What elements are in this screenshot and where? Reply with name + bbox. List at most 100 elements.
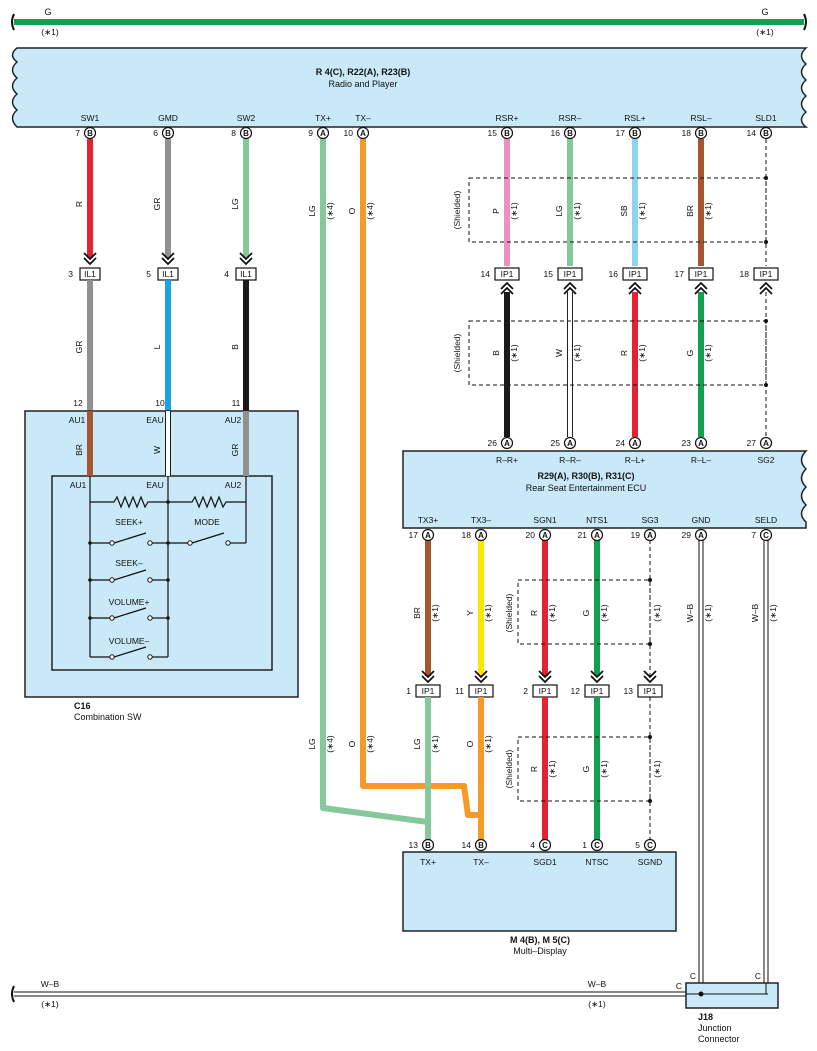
wire-note-label: (∗4) (365, 735, 375, 753)
svg-text:A: A (360, 129, 366, 138)
wire-code-label: L (152, 344, 162, 349)
svg-text:25: 25 (551, 438, 561, 448)
svg-text:21: 21 (578, 530, 588, 540)
ecu-bottom-pin-marker: A 21 (578, 528, 604, 542)
ecu-bottom-terminal-label: TX3– (471, 515, 492, 525)
svg-text:13: 13 (409, 840, 419, 850)
wires-radio-to-ip1: (Shielded) P (∗1) LG (∗1) SB (∗1) BR (∗1… (452, 139, 768, 266)
wire-note-label: (∗1) (637, 344, 647, 362)
svg-text:C: C (647, 841, 653, 850)
ecu-bottom-pin-marker: A19 (631, 528, 657, 542)
radio-title: R 4(C), R22(A), R23(B) (316, 67, 411, 77)
wire-code-label: P (491, 208, 501, 214)
svg-text:27: 27 (747, 438, 757, 448)
svg-text:4: 4 (530, 840, 535, 850)
connector-pin: 2 (523, 686, 528, 696)
wire-code-label: BR (685, 205, 695, 217)
connector-pin: 5 (146, 269, 151, 279)
wires-ip1-to-ecu: (Shielded) B (∗1) W (∗1) R (∗1) G (∗1) (452, 292, 768, 437)
svg-text:23: 23 (682, 438, 692, 448)
connector-pin: 17 (675, 269, 685, 279)
wire-note-label: (∗1) (703, 604, 713, 622)
svg-text:A: A (478, 531, 484, 540)
display-title: M 4(B), M 5(C) (510, 935, 570, 945)
ecu-subtitle: Rear Seat Entertainment ECU (526, 483, 647, 493)
radio-terminal-label: RSL– (690, 113, 712, 123)
radio-pin-marker: B14 (747, 126, 773, 140)
svg-text:A: A (632, 439, 638, 448)
wire-code-label: LG (554, 205, 564, 216)
connector-pin: 13 (624, 686, 634, 696)
ecu-top-pin-marker: A26 (488, 436, 514, 450)
wire-code-label: LG (307, 205, 317, 216)
connector-name: IP1 (760, 269, 773, 279)
wire-code-label: GR (230, 444, 240, 457)
svg-text:20: 20 (526, 530, 536, 540)
svg-text:A: A (594, 531, 600, 540)
ecu-top-terminal-label: R–L– (691, 455, 712, 465)
combo-terminal-label: EAU (146, 415, 163, 425)
svg-text:B: B (87, 129, 93, 138)
wire-code-label: O (347, 740, 357, 747)
combo-inner-label: AU2 (225, 480, 242, 490)
connector-name: IL1 (240, 269, 252, 279)
ecu-top-terminal-label: SG2 (757, 455, 774, 465)
wire-note-label: (∗1) (509, 344, 519, 362)
ecu-top-terminal-label: R–R– (559, 455, 581, 465)
combo-terminal-label: AU1 (69, 415, 86, 425)
wires-radio-to-il1: R GR LG (74, 139, 249, 258)
ecu-title: R29(A), R30(B), R31(C) (537, 471, 634, 481)
wire-code-label: BR (74, 444, 84, 456)
connector-name: IP1 (501, 269, 514, 279)
svg-text:B: B (425, 841, 431, 850)
svg-text:B: B (504, 129, 510, 138)
radio-pin-marker: B17 (616, 126, 642, 140)
svg-text:9: 9 (308, 128, 313, 138)
radio-terminal-label: RSR+ (496, 113, 519, 123)
combo-code: C16 (74, 701, 91, 711)
ground-top-note-left: (∗1) (41, 27, 59, 37)
svg-text:B: B (698, 129, 704, 138)
radio-terminal-label: SW2 (237, 113, 256, 123)
svg-text:A: A (320, 129, 326, 138)
svg-text:5: 5 (635, 840, 640, 850)
radio-terminal-label: SW1 (81, 113, 100, 123)
svg-text:1: 1 (582, 840, 587, 850)
wire-code-label: R (529, 766, 539, 772)
ecu-top-pin-marker: A25 (551, 436, 577, 450)
wire-note-label: (∗1) (637, 202, 647, 220)
ecu-bottom-pin-marker: A29 (682, 528, 708, 542)
ground-bus-bottom: W–B W–B (∗1) (∗1) C (11, 979, 743, 1009)
wire-note-label: (∗1) (547, 760, 557, 778)
combo-name: Combination SW (74, 712, 142, 722)
wire-code-label: G (581, 610, 591, 617)
ground-bottom-label-left: W–B (41, 979, 60, 989)
connector-name: IL1 (162, 269, 174, 279)
wire-note-label: (∗1) (572, 344, 582, 362)
connector-il1-pin3: IL1 3 (68, 267, 101, 281)
connector-name: IP1 (695, 269, 708, 279)
ground-bottom-label-mid: W–B (588, 979, 607, 989)
svg-text:17: 17 (409, 530, 419, 540)
radio-terminal-label: GMD (158, 113, 178, 123)
wire-code-label: W (152, 446, 162, 454)
ground-bus-top: G G (∗1) (∗1) (11, 7, 807, 37)
radio-player-box: R 4(C), R22(A), R23(B) Radio and Player (11, 47, 809, 128)
display-terminal-label: NTSC (585, 857, 608, 867)
svg-text:A: A (698, 531, 704, 540)
radio-terminal-label: TX+ (315, 113, 331, 123)
radio-pin-marker: B8 (231, 126, 253, 140)
display-terminal-label: SGD1 (533, 857, 556, 867)
svg-text:8: 8 (231, 128, 236, 138)
svg-text:C: C (542, 841, 548, 850)
combo-inner-label: EAU (146, 480, 163, 490)
switch-label-mode: MODE (194, 517, 220, 527)
svg-text:18: 18 (682, 128, 692, 138)
wire-note-label: (∗1) (572, 202, 582, 220)
ecu-top-pin-marker: A23 (682, 436, 708, 450)
ecu-bottom-terminal-label: SG3 (641, 515, 658, 525)
connector-pin: 18 (740, 269, 750, 279)
svg-text:A: A (542, 531, 548, 540)
connector-pin: 4 (224, 269, 229, 279)
wire-code-label: W (554, 349, 564, 357)
